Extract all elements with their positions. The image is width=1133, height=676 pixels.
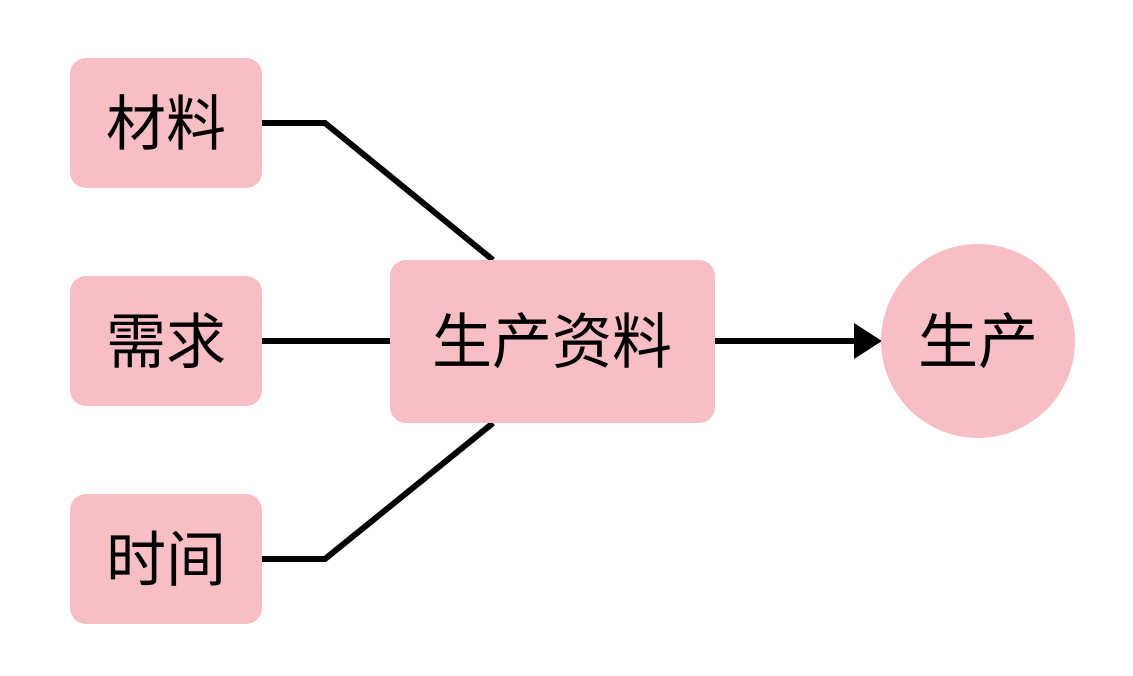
node-material <box>70 58 262 188</box>
node-demand <box>70 276 262 406</box>
node-means-of-production-label: 生产资料 <box>432 308 672 378</box>
node-means-of-production <box>390 260 715 423</box>
node-production-label: 生产 <box>918 308 1038 378</box>
arrowhead-icon <box>854 323 882 359</box>
node-production <box>881 244 1075 438</box>
edge-material-to-means <box>262 120 495 263</box>
node-material-label: 材料 <box>106 90 226 160</box>
node-time-label: 时间 <box>106 526 226 596</box>
node-time <box>70 494 262 624</box>
edge-time-to-means <box>262 420 495 562</box>
node-demand-label: 需求 <box>106 308 226 378</box>
